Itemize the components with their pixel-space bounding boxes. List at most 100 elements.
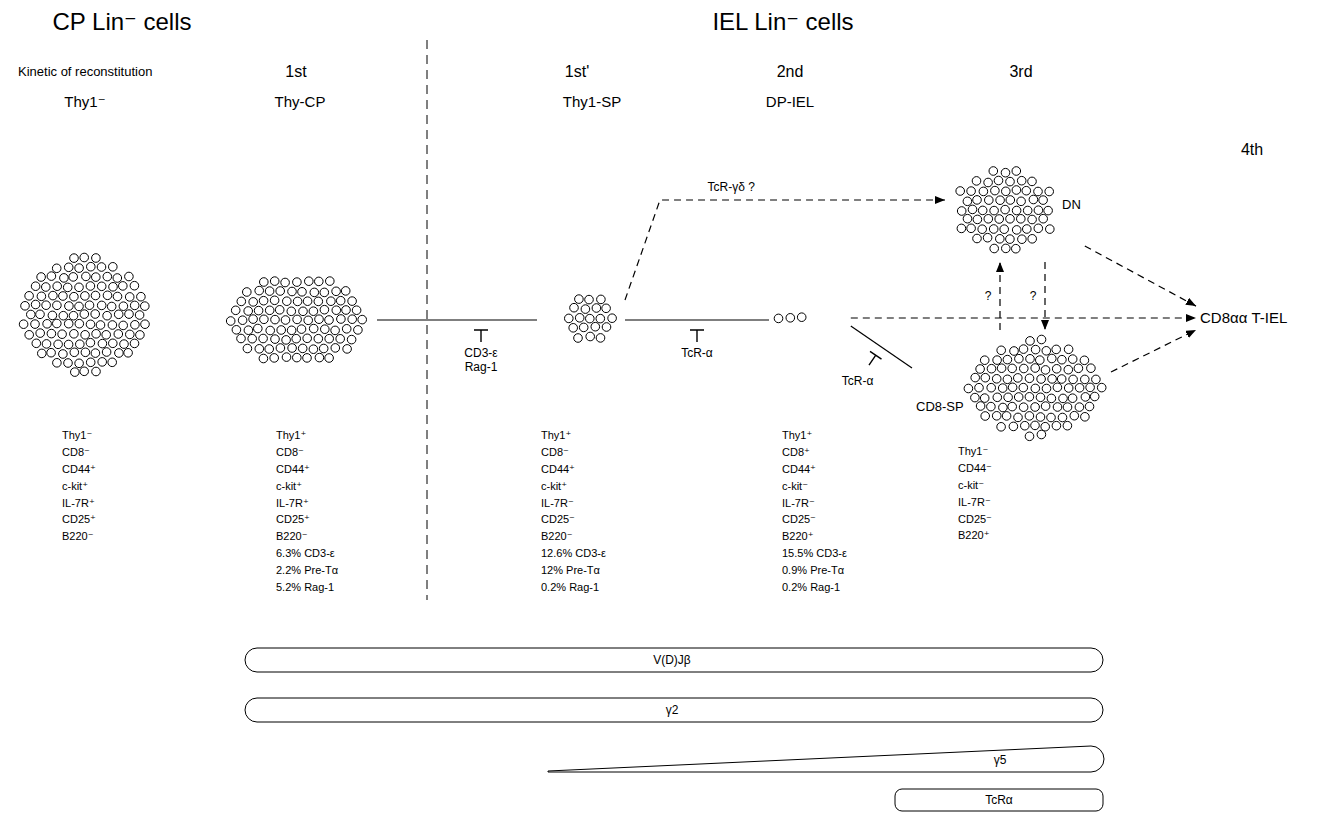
marker-text: CD44⁺ [276, 463, 310, 476]
cell [1074, 364, 1083, 373]
cell [352, 306, 361, 315]
cell [109, 283, 118, 292]
stage-number: 1st' [565, 62, 589, 81]
cell [53, 319, 62, 328]
cell [1020, 364, 1029, 373]
marker-text: IL-7R⁺ [62, 497, 95, 510]
cell [1052, 421, 1061, 430]
cell [96, 321, 105, 330]
cell [325, 334, 334, 343]
cell [981, 412, 990, 421]
marker-text: 0.2% Rag-1 [782, 581, 840, 594]
cell [971, 373, 980, 382]
cell [232, 326, 241, 335]
marker-text: CD44⁺ [62, 463, 96, 476]
cell [86, 338, 95, 347]
cell [1034, 206, 1043, 215]
cell [120, 340, 129, 349]
edge-label: ? [983, 289, 994, 303]
cell [1008, 364, 1017, 373]
cell [42, 283, 51, 292]
connector [377, 319, 537, 320]
cell [119, 321, 128, 330]
cell [237, 334, 246, 343]
cell [137, 292, 146, 301]
cell [1090, 392, 1099, 401]
bar-label: γ5 [994, 753, 1007, 767]
cell-population: Thy1⁺CD8⁻CD44⁺c-kit⁺IL-7R⁺CD25⁺B220⁻6.3%… [217, 266, 377, 598]
cell-population: Thy1⁺CD8⁻CD44⁺c-kit⁺IL-7R⁻CD25⁻B220⁻12.6… [537, 286, 625, 598]
cell [993, 393, 1002, 402]
cell [47, 329, 56, 338]
cell [97, 263, 106, 272]
marker-text: IL-7R⁻ [541, 497, 574, 510]
cell [226, 317, 235, 326]
stage-number: 4th [1241, 140, 1263, 159]
cell [1025, 432, 1034, 441]
cell [255, 286, 264, 295]
cell [990, 244, 999, 253]
cell [19, 320, 28, 329]
cell-cluster [773, 304, 807, 332]
cell [1057, 375, 1066, 384]
cell [102, 331, 111, 340]
marker-text: 0.9% Pre-Tα [782, 564, 844, 577]
bar-label: V(D)Jβ [653, 653, 691, 667]
cell [42, 340, 51, 349]
cell [608, 314, 617, 323]
cell [21, 302, 30, 311]
cell [36, 310, 45, 319]
cell [1068, 355, 1077, 364]
cell [292, 334, 301, 343]
cell [37, 273, 46, 282]
marker-text: B220⁻ [541, 530, 573, 543]
cell [270, 277, 279, 286]
marker-text: c-kit⁺ [276, 480, 302, 493]
cell [786, 314, 795, 323]
cell [1075, 403, 1084, 412]
cell [243, 288, 252, 297]
cell [1012, 167, 1021, 176]
cell [586, 314, 595, 323]
cell [130, 301, 139, 310]
cell [997, 346, 1006, 355]
cell [1026, 337, 1035, 346]
cell [1036, 393, 1045, 402]
cell [25, 331, 34, 340]
cell [1001, 168, 1010, 177]
cell [1042, 347, 1051, 356]
cell [570, 303, 579, 312]
cell [1012, 226, 1021, 235]
cell [1069, 375, 1078, 384]
cell [1097, 383, 1106, 392]
cell [1014, 393, 1023, 402]
cell [968, 205, 977, 214]
cell [70, 292, 79, 301]
connector [999, 262, 1000, 330]
cell [64, 340, 73, 349]
cell [336, 335, 345, 344]
cell [1063, 421, 1072, 430]
cell [1019, 403, 1028, 412]
cell [244, 326, 253, 335]
cell [1014, 374, 1023, 383]
cell [293, 353, 302, 362]
cell [980, 356, 989, 365]
cell [1039, 214, 1048, 223]
cell [255, 345, 264, 354]
cell [59, 311, 68, 320]
cell [326, 277, 335, 286]
marker-text: 6.3% CD3-ε [276, 547, 335, 560]
cell [331, 344, 340, 353]
cell [281, 278, 290, 287]
marker-text: 12.6% CD3-ε [541, 547, 606, 560]
cell [1053, 403, 1062, 412]
cell [54, 340, 63, 349]
cell [82, 272, 91, 281]
cell [985, 196, 994, 205]
cell [1010, 347, 1019, 356]
cell [1006, 235, 1015, 244]
cell [244, 307, 253, 316]
population-label: DN [1062, 197, 1081, 213]
cell [1031, 421, 1040, 430]
